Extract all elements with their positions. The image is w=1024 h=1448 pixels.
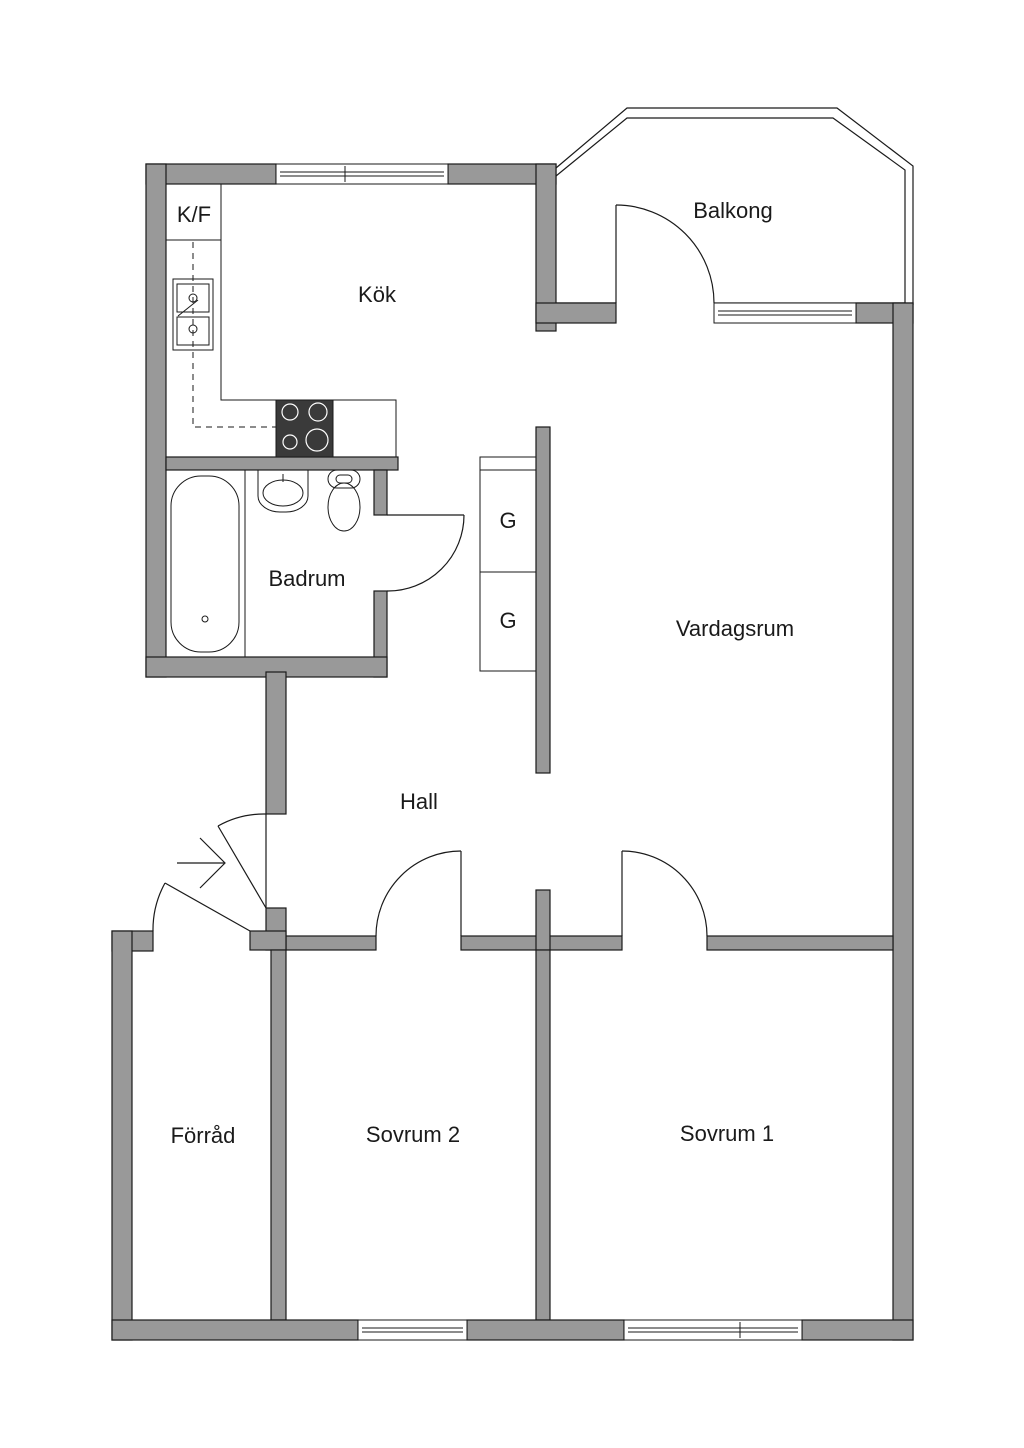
label-fridge-freezer: K/F bbox=[177, 202, 211, 227]
door-bathroom bbox=[386, 514, 465, 592]
label-wardrobe-1: G bbox=[499, 508, 516, 533]
window-living-room bbox=[713, 302, 857, 324]
stove-icon bbox=[275, 399, 334, 458]
walls bbox=[111, 163, 914, 1341]
label-storage: Förråd bbox=[171, 1123, 236, 1148]
label-bathroom: Badrum bbox=[268, 566, 345, 591]
label-hall: Hall bbox=[400, 789, 438, 814]
toilet-icon bbox=[327, 469, 361, 532]
kitchen-fixtures bbox=[166, 184, 397, 458]
window-bedroom-1 bbox=[623, 1319, 803, 1341]
window-bedroom-2 bbox=[357, 1319, 468, 1341]
door-bedroom-2 bbox=[375, 850, 462, 937]
wardrobes bbox=[479, 456, 537, 672]
label-bedroom-1: Sovrum 1 bbox=[680, 1121, 774, 1146]
kitchen-sink-icon bbox=[172, 278, 214, 351]
label-kitchen: Kök bbox=[358, 282, 397, 307]
window-kitchen bbox=[275, 163, 449, 185]
washbasin-icon bbox=[257, 470, 309, 513]
label-wardrobe-2: G bbox=[499, 608, 516, 633]
room-labels: K/F Kök Balkong Badrum G G Vardagsrum Ha… bbox=[171, 198, 795, 1148]
bathroom-fixtures bbox=[170, 469, 361, 657]
label-balcony: Balkong bbox=[693, 198, 773, 223]
doors bbox=[152, 204, 715, 937]
windows bbox=[275, 163, 857, 1341]
label-bedroom-2: Sovrum 2 bbox=[366, 1122, 460, 1147]
door-balcony bbox=[615, 204, 715, 304]
door-bedroom-1 bbox=[621, 850, 708, 937]
bathtub-icon bbox=[170, 470, 246, 657]
door-entrance bbox=[152, 813, 267, 932]
entrance-arrow-icon bbox=[177, 837, 226, 889]
label-living-room: Vardagsrum bbox=[676, 616, 794, 641]
